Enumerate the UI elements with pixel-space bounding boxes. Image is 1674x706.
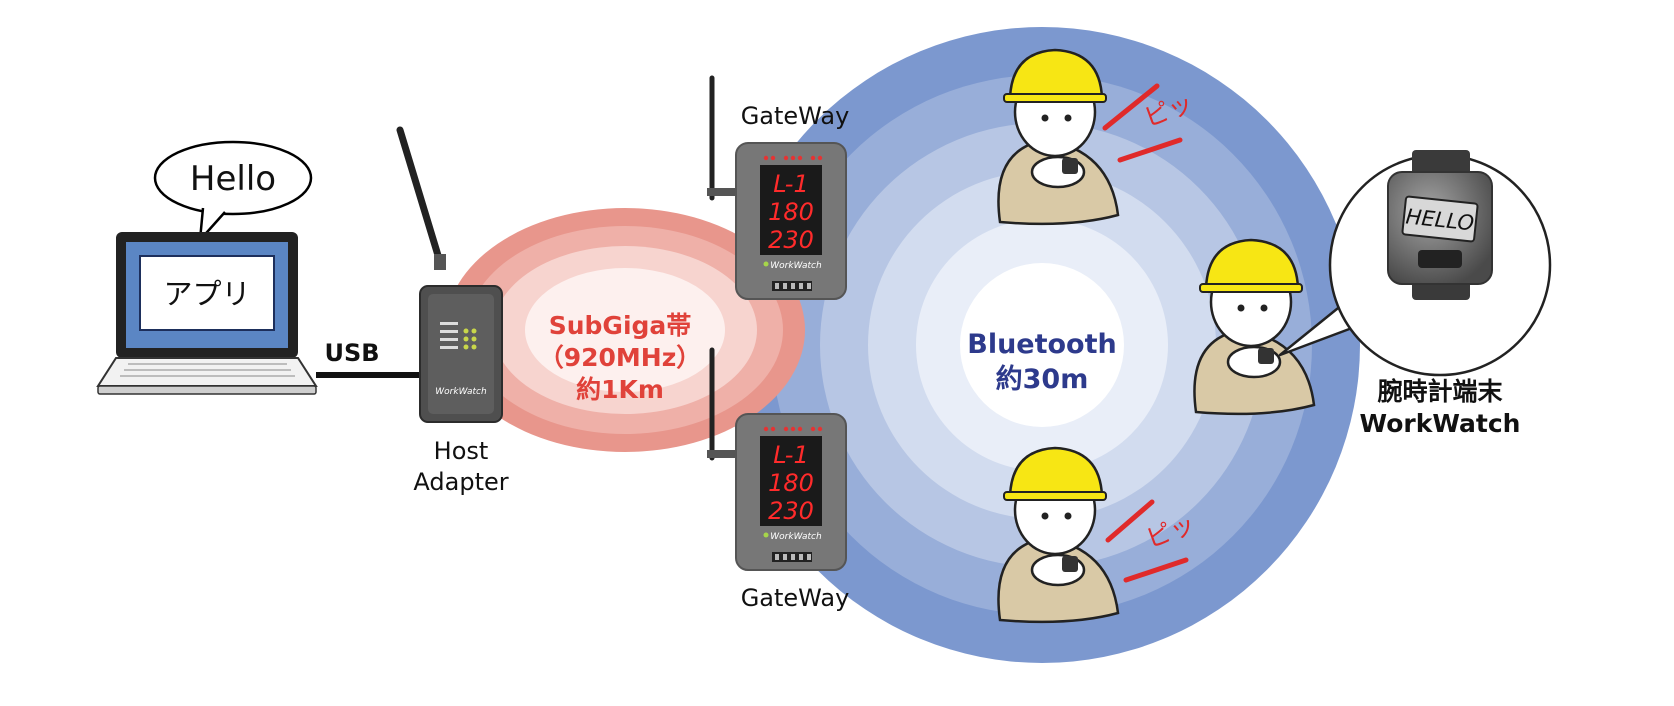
gateway-bottom-display-3: 230 (768, 497, 814, 525)
host-label-line2: Adapter (413, 468, 508, 496)
app-label: アプリ (163, 277, 250, 311)
worker-bottom-watch (1062, 556, 1078, 572)
host-brand: WorkWatch (435, 387, 487, 397)
watch-label-line2: WorkWatch (1360, 409, 1521, 438)
laptop-keys (120, 363, 295, 377)
worker-right-watch (1258, 348, 1274, 364)
subgiga-band-label: SubGiga帯 (549, 311, 692, 340)
usb-cable: USB (316, 339, 420, 378)
host-leds (440, 322, 477, 350)
gateway-top-brand: WorkWatch (770, 261, 822, 271)
worker-top-watch (1062, 158, 1078, 174)
host-antenna-base (434, 254, 446, 270)
beep-top: ピッ (1102, 83, 1197, 163)
gateway-bottom-brand: WorkWatch (770, 532, 822, 542)
laptop: Hello アプリ (96, 140, 318, 395)
subgiga-range-label: 約1Km (576, 375, 664, 404)
gateway-bottom-display-1: L-1 (773, 441, 808, 469)
bubble-text: Hello (190, 159, 276, 199)
usb-label: USB (324, 339, 379, 367)
watch-callout: HELLO 腕時計端末 WorkWatch (1278, 150, 1552, 438)
speech-bubble: Hello (153, 140, 313, 242)
watch-button (1418, 250, 1462, 268)
gateway-bottom-label: GateWay (741, 584, 850, 612)
gateway-top: GateWay L-1 180 230 WorkWatch (707, 75, 850, 300)
app-window (139, 255, 275, 331)
subgiga-range: SubGiga帯 （920MHz） 約1Km (445, 208, 805, 452)
worker-bottom (997, 446, 1120, 624)
gateway-bottom-display (760, 436, 822, 526)
worker-right (1193, 238, 1316, 416)
bluetooth-range-label: 約30m (996, 363, 1089, 395)
gateway-bottom: L-1 180 230 WorkWatch GateWay (707, 347, 850, 612)
gateway-top-display-1: L-1 (773, 170, 808, 198)
gateway-bottom-display-2: 180 (768, 469, 814, 497)
watch-screen (1401, 195, 1479, 243)
worker-top (997, 48, 1120, 226)
gateway-top-display-3: 230 (768, 226, 814, 254)
gateway-top-display (760, 165, 822, 255)
laptop-base-edge (97, 385, 317, 395)
watch-label-line1: 腕時計端末 (1376, 377, 1502, 406)
host-antenna (396, 126, 444, 266)
subgiga-frequency-label: （920MHz） (539, 343, 702, 372)
host-label-line1: Host (434, 437, 489, 465)
bt-ring-center (960, 263, 1124, 427)
bluetooth-label: Bluetooth (967, 329, 1117, 360)
gateway-top-label: GateWay (741, 102, 850, 130)
bluetooth-range: Bluetooth 約30m (724, 27, 1360, 663)
worker-bottom-helmet (1008, 446, 1104, 498)
worker-top-helmet (1008, 48, 1104, 100)
host-adapter: WorkWatch Host Adapter (396, 126, 509, 496)
worker-right-helmet (1204, 238, 1300, 290)
subgiga-ring-core (525, 268, 725, 392)
laptop-keyboard-deck (96, 357, 318, 387)
gateway-top-display-2: 180 (768, 198, 814, 226)
